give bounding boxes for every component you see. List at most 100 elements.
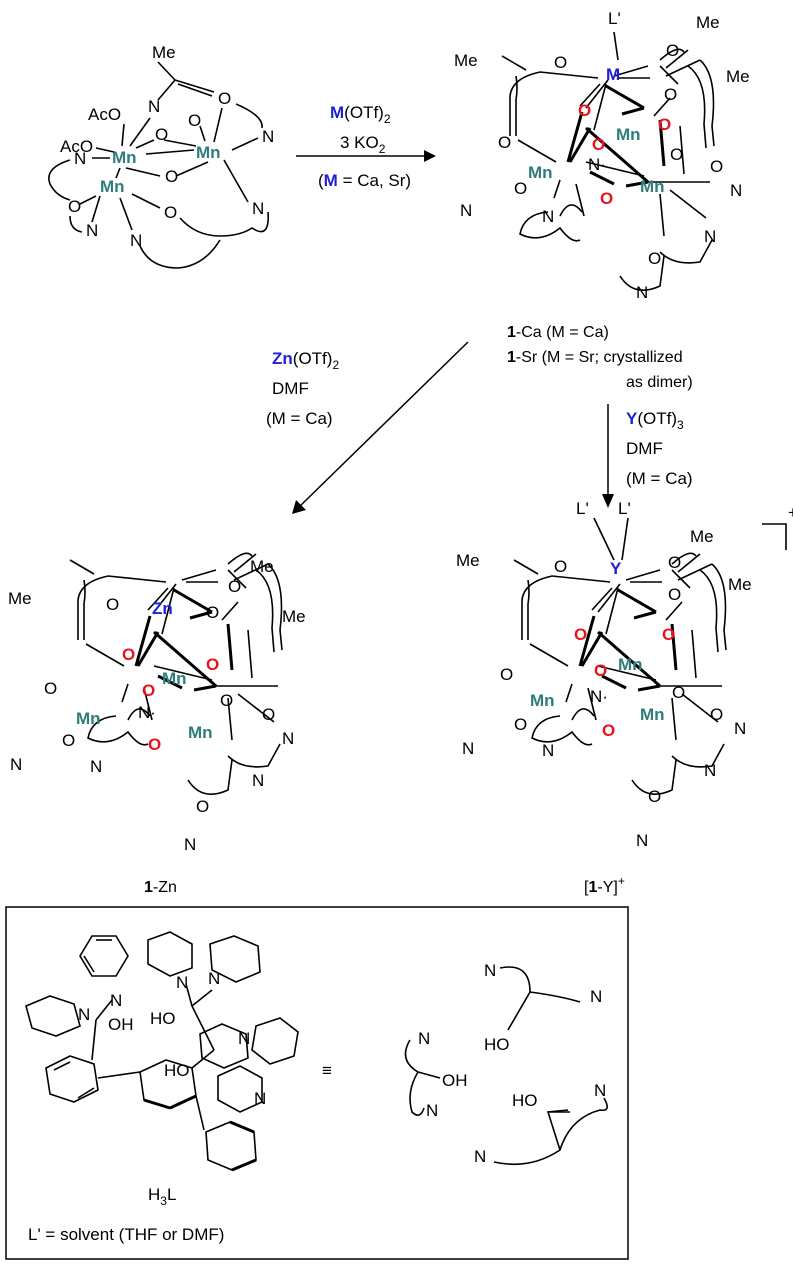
me-label: Me — [454, 51, 478, 70]
n-atom: N — [704, 227, 716, 246]
oxo-o: O — [142, 681, 155, 700]
mn-atom: Mn — [640, 705, 665, 724]
n-atom: N — [252, 199, 264, 218]
mn-atom: Mn — [528, 163, 553, 182]
oh-label: OH — [442, 1071, 468, 1090]
o-atom: O — [62, 731, 75, 750]
n-atom: N — [130, 231, 142, 250]
n-atom: N — [704, 761, 716, 780]
n-atom: N — [542, 207, 554, 226]
n-atom: N — [282, 729, 294, 748]
n-atom: N — [262, 127, 274, 146]
o-atom: O — [648, 787, 661, 806]
me-label: Me — [690, 527, 714, 546]
oxo-o: O — [206, 655, 219, 674]
product-1-zn: Me O Me O Zn O Me O O Mn O O O N· Mn O M… — [8, 551, 306, 854]
ho-label: HO — [512, 1091, 538, 1110]
label-1-y: [1-Y]+ — [584, 874, 625, 896]
n-atom: N· — [590, 687, 608, 706]
o-atom: O — [106, 595, 119, 614]
n-atom: N — [86, 221, 98, 240]
o-atom: O — [514, 179, 527, 198]
reagent-metal: M — [330, 103, 344, 122]
oxo-o: O — [600, 189, 613, 208]
mn-atom: Mn — [616, 125, 641, 144]
label-1-sr: 1-Sr (M = Sr; crystallized — [507, 349, 683, 366]
svg-text:(M = Ca, Sr): (M = Ca, Sr) — [318, 171, 411, 190]
me-label: Me — [456, 551, 480, 570]
o-atom: O — [196, 797, 209, 816]
mn-atom: Mn — [618, 655, 643, 674]
product-1-ca: L' Me O Me O M Me O O O Mn O O O N· Mn O… — [454, 9, 750, 302]
oxo-o: O — [574, 625, 587, 644]
svg-text:3 KO2: 3 KO2 — [340, 133, 386, 156]
h3l-structure: N N OH N N HO — [25, 931, 299, 1172]
condition: (M = Ca) — [626, 469, 693, 488]
n-atom: N — [10, 755, 22, 774]
aco-label: AcO — [88, 105, 121, 124]
n-atom: N — [252, 771, 264, 790]
o-atom: O — [164, 203, 177, 222]
n-atom: N — [238, 1029, 250, 1048]
mn-atom: Mn — [640, 177, 665, 196]
condition-metal: M — [324, 171, 338, 190]
o-atom: O — [670, 145, 683, 164]
me-label: Me — [696, 13, 720, 32]
o-atom: O — [220, 691, 233, 710]
zn-reagent: Zn — [272, 349, 293, 368]
o-atom: O — [672, 683, 685, 702]
oxo-o: O — [658, 115, 671, 134]
n-atom: N — [208, 969, 220, 988]
aco-label: AcO — [60, 137, 93, 156]
n-atom: N — [426, 1101, 438, 1120]
n-atom: N — [730, 181, 742, 200]
me-label: Me — [726, 67, 750, 86]
n-atom: N — [590, 987, 602, 1006]
ho-label: HO — [150, 1009, 176, 1028]
n-atom: N· — [138, 703, 156, 722]
n-atom: N — [636, 283, 648, 302]
metal-m: M — [606, 65, 620, 84]
n-atom: N — [74, 149, 86, 168]
o-atom: O — [554, 557, 567, 576]
me-label: Me — [8, 589, 32, 608]
n-atom: N — [460, 201, 472, 220]
condition: (M = Ca) — [266, 409, 333, 428]
o-atom: O — [188, 111, 201, 130]
l-prime-label: L' — [618, 499, 631, 518]
o-atom: O — [262, 705, 275, 724]
ligand-box: N N OH N N HO — [5, 906, 629, 1260]
o-atom: O — [155, 125, 168, 144]
fragment-lower: HO N N — [474, 1081, 608, 1166]
o-atom: O — [668, 553, 681, 572]
o-atom: O — [68, 197, 81, 216]
o-atom: O — [664, 85, 677, 104]
me-label: Me — [728, 575, 752, 594]
ho-label: HO — [484, 1035, 510, 1054]
oxo-o: O — [592, 135, 605, 154]
o-atom: O — [206, 603, 219, 622]
n-atom: N — [90, 757, 102, 776]
h3l-label: H — [148, 1185, 160, 1204]
o-atom: O — [228, 577, 241, 596]
label-1-sr-line2: as dimer) — [626, 374, 693, 391]
mn-atom: Mn — [76, 709, 101, 728]
l-prime-label: L' — [608, 9, 621, 28]
mn-atom: Mn — [162, 669, 187, 688]
o-atom: O — [498, 133, 511, 152]
oxo-o: O — [602, 721, 615, 740]
o-atom: O — [514, 715, 527, 734]
n-atom: N — [474, 1147, 486, 1166]
reaction-arrow-3: Y(OTf)3 DMF (M = Ca) — [602, 404, 693, 508]
starting-complex: Me AcO AcO N O O O N N Mn Mn O Mn O O N … — [48, 43, 274, 269]
o-atom: O — [500, 665, 513, 684]
reaction-arrow-2: Zn(OTf)2 DMF (M = Ca) — [266, 341, 469, 514]
mn-atom: Mn — [188, 723, 213, 742]
solvent: DMF — [272, 379, 309, 398]
fragment-upper: N N HO — [484, 961, 602, 1054]
bond-lines — [48, 61, 269, 269]
n-atom: N — [148, 97, 160, 116]
o-atom: O — [710, 705, 723, 724]
ho-label: HO — [164, 1061, 190, 1080]
